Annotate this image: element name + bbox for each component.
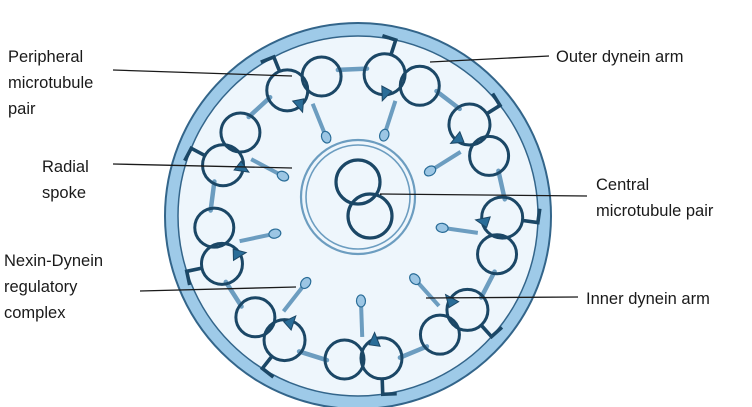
radial-spoke [447,226,479,235]
inner-dynein-arm [449,130,465,145]
radial-spoke-head [299,276,312,290]
central-sheath-inner [305,144,411,250]
microtubule-b-tubule [398,64,441,107]
radial-spoke [434,150,462,170]
label-radial-spoke: Radial spoke [42,158,93,202]
microtubule-b-tubule [219,111,262,154]
inner-dynein-arm [368,331,381,347]
inner-dynein-arm [474,216,491,229]
radial-spoke [359,306,365,337]
radial-spoke-head [320,130,332,144]
radial-spoke-head [276,170,290,182]
microtubule-a-tubule [480,195,525,240]
nexin-link [434,88,462,112]
leader-inner [425,296,579,299]
leader-nexin [139,286,297,292]
microtubule-b-tubule [193,206,236,249]
label-outer-dynein-arm: Outer dynein arm [556,48,683,66]
radial-spoke-head [409,273,421,286]
microtubule-a-tubule [445,287,490,332]
central-microtubule-1 [334,158,382,206]
radial-spoke [281,286,304,313]
label-nexin-dynein-complex: Nexin-Dynein regulatory complex [4,252,108,322]
radial-spoke [239,232,270,244]
label-inner-dynein-arm: Inner dynein arm [586,290,710,308]
radial-spoke-head [355,294,367,308]
microtubule-b-tubule [323,338,366,381]
radial-spoke-head [435,222,449,233]
radial-spoke-head [268,228,282,239]
nexin-link [246,95,273,120]
leader-radial [112,163,293,169]
outer-dynein-arm [479,323,504,340]
microtubule-a-tubule [199,241,244,286]
nexin-link [296,349,330,363]
outer-dynein-arm [380,378,397,397]
microtubule-b-tubule [476,233,519,276]
inner-dynein-arm [232,248,248,262]
radial-spoke-head [423,165,437,177]
radial-spoke [384,100,398,131]
central-sheath [299,138,417,256]
radial-spoke-head [379,128,390,142]
microtubule-a-tubule [262,318,307,363]
leader-outer [429,55,550,63]
outer-dynein-arm [521,208,542,225]
radial-spokes [239,100,479,337]
nexin-link [397,344,430,360]
inner-dynein-arm [381,85,393,103]
outer-dynein-arm [260,54,282,73]
microtubule-b-tubule [418,313,461,356]
outer-dynein-arm [485,92,503,116]
label-central-microtubule-pair: Central microtubule pair [596,176,714,220]
radial-spoke [310,103,326,133]
outer-dynein-arm [183,145,207,162]
microtubule-a-tubule [447,102,492,147]
microtubule-b-tubule [234,296,277,339]
microtubule-b-tubule [468,134,511,177]
outer-dynein-arm [184,266,203,286]
nexin-link [208,179,217,213]
outer-dynein-arm [259,354,275,379]
leader-central [379,193,588,197]
nexin-link [223,279,244,309]
leader-peripheral [112,69,293,77]
inner-dynein-arm [291,98,305,114]
nexin-link [335,66,370,73]
peripheral-microtubule-doublets [193,52,525,381]
microtubule-b-tubule [300,55,343,98]
radial-spoke [250,157,279,176]
nexin-links [208,66,508,363]
cell-interior [177,35,539,397]
radial-spoke [417,282,441,308]
nexin-link [478,269,497,300]
label-peripheral-microtubule-pair: Peripheral microtubule pair [8,48,98,118]
central-microtubule-2 [346,192,394,240]
inner-dynein-arm [282,314,297,331]
outer-dynein-arm [381,34,398,56]
